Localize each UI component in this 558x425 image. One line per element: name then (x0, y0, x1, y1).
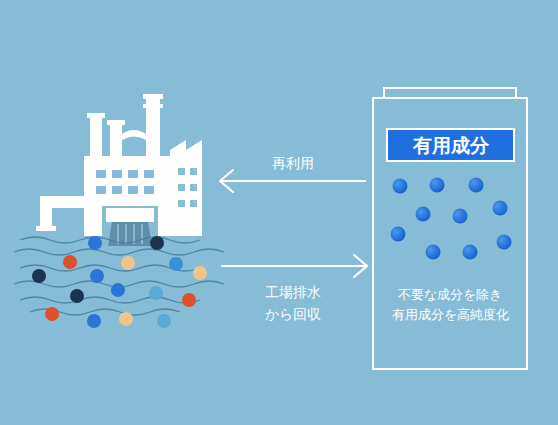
wastewater-dots (32, 236, 207, 328)
component-header: 有用成分 (386, 128, 515, 162)
product-container: 不要な成分を除き 有用成分を高純度化 有用成分 (372, 97, 528, 370)
factory (36, 94, 202, 236)
node-text: 有用成分 (388, 134, 513, 157)
outfall (106, 208, 154, 246)
flow-arrows (220, 170, 367, 277)
reuse-label: 再利用 (253, 152, 333, 174)
container-lid (384, 88, 516, 97)
water-waves (14, 237, 224, 315)
useful-dots (391, 178, 512, 260)
node-text: 不要な成分を除き 有用成分を高純度化 (380, 285, 520, 325)
recovery-label: 工場排水 から回収 (258, 281, 328, 326)
